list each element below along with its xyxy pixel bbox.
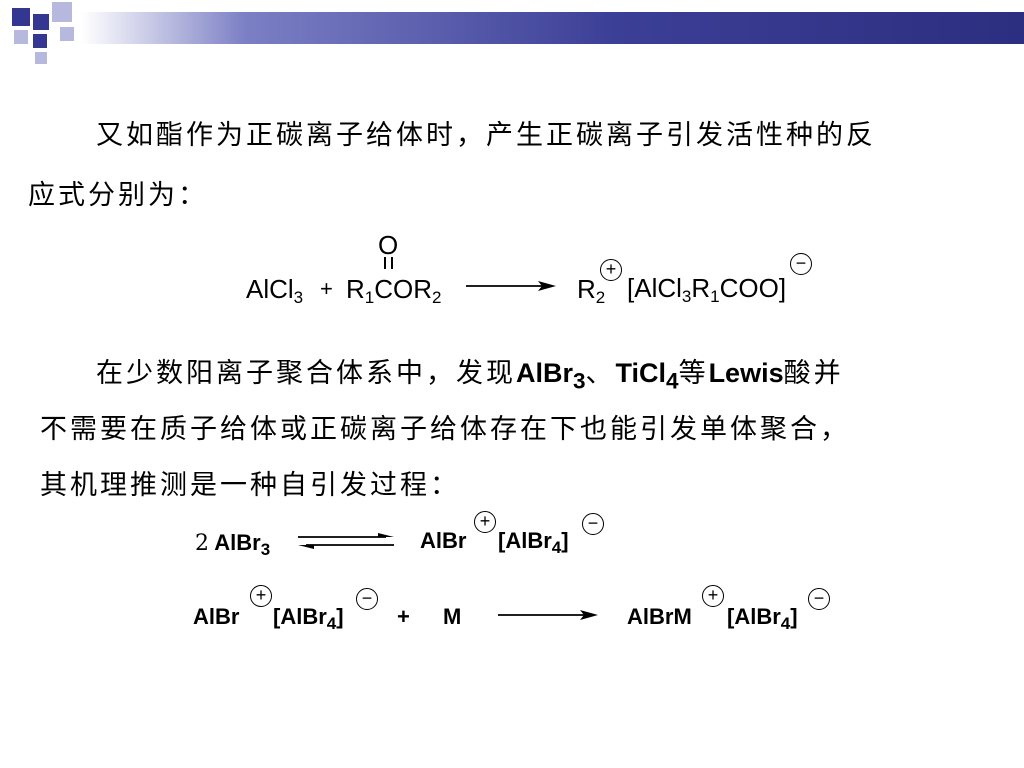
carbonyl-oxygen: O	[378, 230, 399, 260]
product-cation: AlBrM	[627, 604, 692, 629]
header-square	[12, 8, 30, 26]
monomer: M	[443, 604, 462, 629]
header-square	[33, 14, 49, 30]
header-square	[14, 30, 28, 44]
header-square	[60, 27, 74, 41]
negative-charge-icon: −	[582, 513, 604, 535]
product-anion: [AlBr4]	[498, 528, 569, 557]
double-bond	[384, 257, 386, 269]
negative-charge-icon: −	[356, 588, 378, 610]
positive-charge-icon: +	[702, 585, 724, 607]
header-square	[33, 34, 47, 48]
reactant-cation: AlBr	[193, 604, 240, 629]
plus-sign: +	[320, 276, 333, 301]
reactant-anion: [AlBr4]	[273, 604, 344, 633]
intro-line-2: 应式分别为：	[28, 180, 208, 211]
reactant-ester: R1COR2	[346, 274, 442, 307]
positive-charge-icon: +	[474, 511, 496, 533]
header-square	[35, 52, 47, 64]
plus-sign: +	[397, 604, 410, 629]
forward-arrow	[498, 610, 598, 620]
forward-arrow	[466, 281, 556, 291]
negative-charge-icon: −	[808, 588, 830, 610]
double-bond	[391, 257, 393, 269]
product-anion: [AlBr4]	[727, 604, 798, 633]
intro-line-1: 又如酯作为正碳离子给体时，产生正碳离子引发活性种的反	[96, 120, 876, 151]
para2-line-3: 其机理推测是一种自引发过程：	[40, 470, 460, 501]
para2-line-2: 不需要在质子给体或正碳离子给体存在下也能引发单体聚合，	[40, 414, 850, 445]
reactant-alcl3: AlCl3	[246, 274, 304, 307]
header-gradient-bar	[0, 12, 1024, 44]
product-cation: AlBr	[420, 528, 467, 553]
equilibrium-arrow	[298, 533, 394, 549]
positive-charge-icon: +	[250, 585, 272, 607]
product-carbocation: R2	[577, 274, 606, 307]
reactant-albr3: 2 AlBr3	[195, 530, 271, 559]
negative-charge-icon: −	[790, 253, 812, 275]
para2-line-1: 在少数阳离子聚合体系中，发现AlBr3、TiCl4等Lewis酸并	[96, 358, 844, 394]
positive-charge-icon: +	[600, 259, 622, 281]
header-square	[52, 2, 72, 22]
product-counter-anion: [AlCl3R1COO]	[627, 273, 787, 306]
